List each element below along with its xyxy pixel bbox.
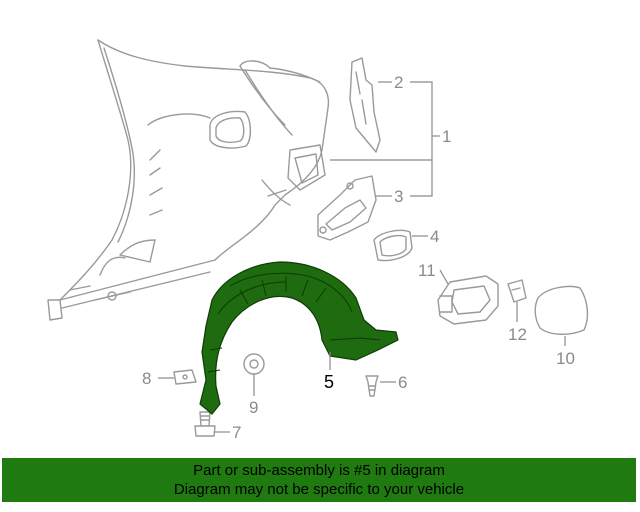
part-2-bracket[interactable] xyxy=(349,57,381,153)
part-10-fuel-door[interactable] xyxy=(534,285,589,335)
part-5-fender-liner[interactable] xyxy=(199,261,399,415)
part-7-bolt[interactable] xyxy=(194,411,216,437)
part-4-housing[interactable] xyxy=(373,229,413,262)
part-9-grommet[interactable] xyxy=(243,353,265,375)
parts-diagram: 2 1 3 4 11 12 10 8 9 6 7 5 xyxy=(47,39,589,442)
callout-6[interactable]: 6 xyxy=(398,373,407,392)
callout-7[interactable]: 7 xyxy=(232,423,241,442)
leader-lines xyxy=(158,81,566,433)
callout-4[interactable]: 4 xyxy=(430,227,439,246)
callout-11[interactable]: 11 xyxy=(418,261,436,280)
part-12-clip[interactable] xyxy=(507,279,527,303)
banner-line-1: Part or sub-assembly is #5 in diagram xyxy=(193,462,445,479)
part-11-fuel-filler-housing[interactable] xyxy=(437,275,499,325)
quarter-panel-drawing xyxy=(47,39,330,321)
callout-3[interactable]: 3 xyxy=(394,187,403,206)
callout-labels: 2 1 3 4 11 12 10 8 9 6 7 5 xyxy=(142,73,575,442)
callout-8[interactable]: 8 xyxy=(142,369,151,388)
callout-5-highlighted[interactable]: 5 xyxy=(324,372,334,392)
callout-2[interactable]: 2 xyxy=(394,73,403,92)
banner-line-2: Diagram may not be specific to your vehi… xyxy=(173,481,465,498)
callout-9[interactable]: 9 xyxy=(249,398,258,417)
callout-12[interactable]: 12 xyxy=(508,325,527,344)
info-banner: Part or sub-assembly is #5 in diagram Di… xyxy=(2,458,636,502)
callout-1[interactable]: 1 xyxy=(442,127,451,146)
callout-10[interactable]: 10 xyxy=(556,349,575,368)
part-3-bracket[interactable] xyxy=(317,175,377,241)
part-6-screw[interactable] xyxy=(365,375,379,397)
part-8-clip[interactable] xyxy=(173,369,197,385)
